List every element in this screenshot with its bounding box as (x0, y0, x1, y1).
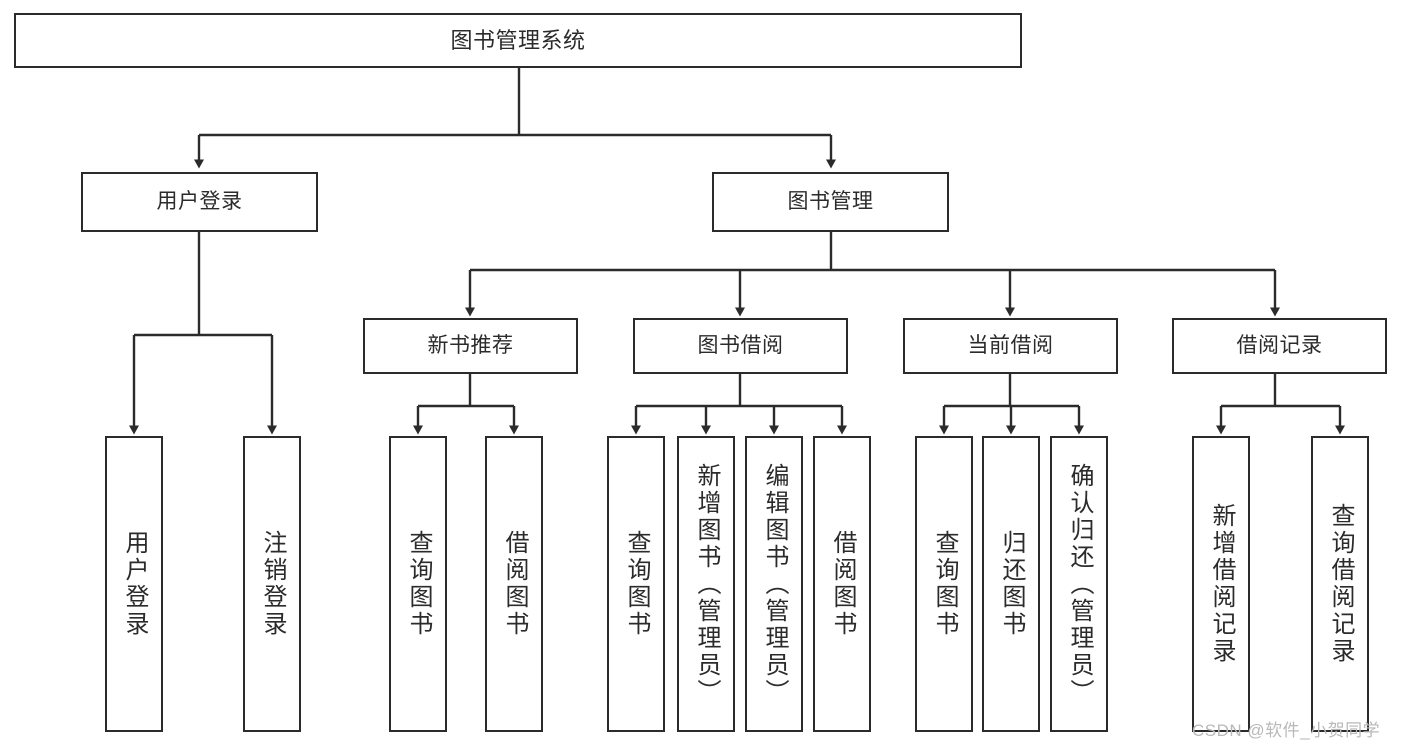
node-root[interactable]: 图书管理系统 (14, 13, 1022, 68)
node-leaf-borrow-book-1-label: 借阅图书 (501, 530, 528, 638)
node-leaf-logout-login-label: 注销登录 (259, 530, 286, 638)
node-leaf-add-record-label: 新增借阅记录 (1208, 503, 1235, 665)
node-leaf-borrow-book-2[interactable]: 借阅图书 (813, 436, 871, 732)
node-new-book-recommend-label: 新书推荐 (427, 333, 514, 357)
node-user-login-label: 用户登录 (156, 189, 243, 213)
node-leaf-return-book-label: 归还图书 (998, 530, 1025, 638)
node-leaf-confirm-return[interactable]: 确认归还（管理员） (1050, 436, 1108, 732)
node-leaf-edit-book[interactable]: 编辑图书（管理员） (745, 436, 803, 732)
node-leaf-borrow-book-1[interactable]: 借阅图书 (485, 436, 543, 732)
node-leaf-query-record-label: 查询借阅记录 (1327, 503, 1354, 665)
node-book-manage-label: 图书管理 (787, 189, 874, 213)
node-leaf-query-book-3-label: 查询图书 (931, 530, 958, 638)
node-leaf-query-record[interactable]: 查询借阅记录 (1311, 436, 1369, 732)
node-borrow-record[interactable]: 借阅记录 (1172, 318, 1387, 374)
node-leaf-user-login-label: 用户登录 (121, 530, 148, 638)
node-new-book-recommend[interactable]: 新书推荐 (363, 318, 578, 374)
node-leaf-return-book[interactable]: 归还图书 (982, 436, 1040, 732)
node-leaf-add-book-label: 新增图书（管理员） (693, 462, 720, 706)
node-leaf-query-book-3[interactable]: 查询图书 (915, 436, 973, 732)
node-book-manage[interactable]: 图书管理 (712, 172, 949, 232)
node-leaf-confirm-return-label: 确认归还（管理员） (1066, 462, 1093, 706)
node-leaf-logout-login[interactable]: 注销登录 (243, 436, 301, 732)
node-root-label: 图书管理系统 (450, 27, 586, 53)
node-leaf-query-book-1[interactable]: 查询图书 (389, 436, 447, 732)
node-leaf-add-record[interactable]: 新增借阅记录 (1192, 436, 1250, 732)
node-book-borrow-label: 图书借阅 (697, 333, 784, 357)
node-borrow-record-label: 借阅记录 (1236, 333, 1323, 357)
node-user-login[interactable]: 用户登录 (81, 172, 318, 232)
node-leaf-query-book-1-label: 查询图书 (405, 530, 432, 638)
node-leaf-borrow-book-2-label: 借阅图书 (829, 530, 856, 638)
node-current-borrow-label: 当前借阅 (967, 333, 1054, 357)
node-leaf-query-book-2-label: 查询图书 (623, 530, 650, 638)
node-leaf-add-book[interactable]: 新增图书（管理员） (677, 436, 735, 732)
node-book-borrow[interactable]: 图书借阅 (633, 318, 848, 374)
node-leaf-edit-book-label: 编辑图书（管理员） (761, 462, 788, 706)
node-current-borrow[interactable]: 当前借阅 (903, 318, 1118, 374)
node-leaf-query-book-2[interactable]: 查询图书 (607, 436, 665, 732)
node-leaf-user-login[interactable]: 用户登录 (105, 436, 163, 732)
